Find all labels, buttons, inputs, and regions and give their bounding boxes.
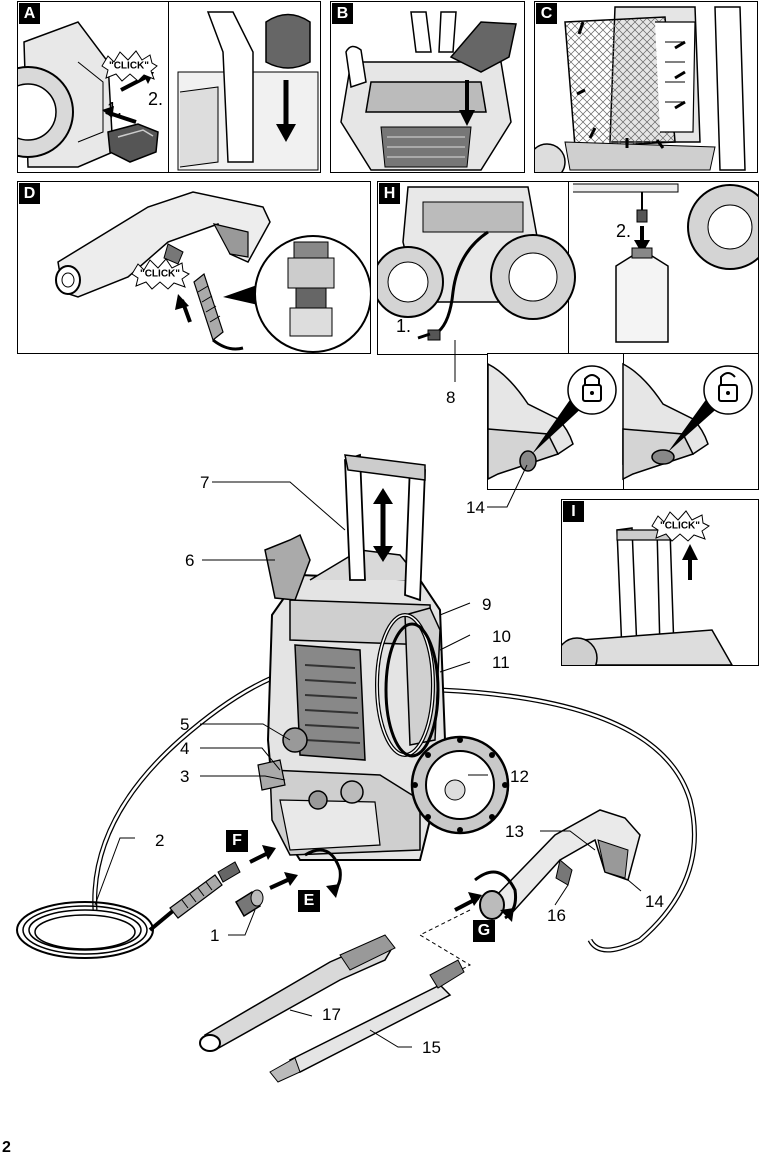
panel-h-tag: H [379, 183, 400, 204]
panel-d-illustration [55, 191, 370, 353]
panel-i-illustration [562, 527, 733, 665]
panel-a-divider [168, 2, 169, 172]
panel-c-tag: C [536, 3, 557, 24]
panel-b: B [330, 1, 525, 173]
callout-8: 8 [446, 388, 456, 407]
panel-h-illustration [378, 183, 758, 343]
callout-13: 13 [505, 822, 524, 841]
panel-a-step-1: 1. [107, 99, 123, 119]
step-tag-f: F [226, 830, 248, 852]
callout-9: 9 [482, 595, 492, 614]
panel-b-illustration [340, 11, 517, 171]
callout-2: 2 [155, 831, 165, 850]
panel-a-tag: A [19, 3, 40, 24]
callout-14-lock-leader [487, 464, 528, 508]
step-tag-e: E [298, 890, 320, 912]
panel-a-click-burst: "CLICK" [100, 50, 158, 82]
callout-6: 6 [185, 551, 195, 570]
panel-d-tag: D [19, 183, 40, 204]
panel-d-click-text: "CLICK" [139, 268, 181, 280]
callout-15: 16 [547, 906, 566, 925]
callout-11: 11 [492, 653, 510, 672]
panel-i-click-text: "CLICK" [659, 520, 701, 532]
panel-lock [487, 353, 759, 490]
callout-1: 1 [210, 926, 220, 945]
panel-a-illustration [18, 11, 319, 171]
main-figure-illustration [16, 453, 697, 1083]
step-tag-g: G [473, 920, 495, 942]
panel-d: D "CLICK" [17, 181, 371, 354]
panel-i: I "CLICK" [561, 499, 759, 666]
panel-h: H 1. 2. [377, 181, 759, 355]
padlock-open-icon [718, 372, 738, 402]
callout-5: 5 [180, 715, 190, 734]
callout-8-leader [454, 340, 456, 382]
callout-14-gun: 14 [645, 892, 664, 911]
callout-7: 7 [200, 473, 210, 492]
callout-12: 12 [510, 767, 529, 786]
panel-d-click-burst: "CLICK" [130, 258, 190, 290]
panel-i-tag: I [563, 501, 584, 522]
panel-c: C [534, 1, 758, 173]
panel-h-step-1: 1. [396, 316, 412, 336]
callout-10: 10 [492, 627, 511, 646]
panel-a: A "CLICK" 1. 2. [17, 1, 321, 173]
panel-b-tag: B [332, 3, 353, 24]
panel-h-step-2: 2. [616, 221, 632, 241]
panel-a-click-text: "CLICK" [108, 60, 150, 72]
panel-a-step-2: 2. [148, 89, 164, 109]
panel-lock-illustration [488, 362, 753, 481]
callout-16: 15 [422, 1038, 441, 1057]
callout-4: 4 [180, 739, 190, 758]
callout-14-lock: 14 [466, 498, 485, 517]
callout-17: 17 [322, 1005, 341, 1024]
page-number: 2 [2, 1139, 11, 1156]
panel-i-click-burst: "CLICK" [650, 510, 710, 542]
padlock-closed-icon [582, 374, 602, 402]
panel-c-illustration [535, 6, 746, 172]
callout-3: 3 [180, 767, 190, 786]
